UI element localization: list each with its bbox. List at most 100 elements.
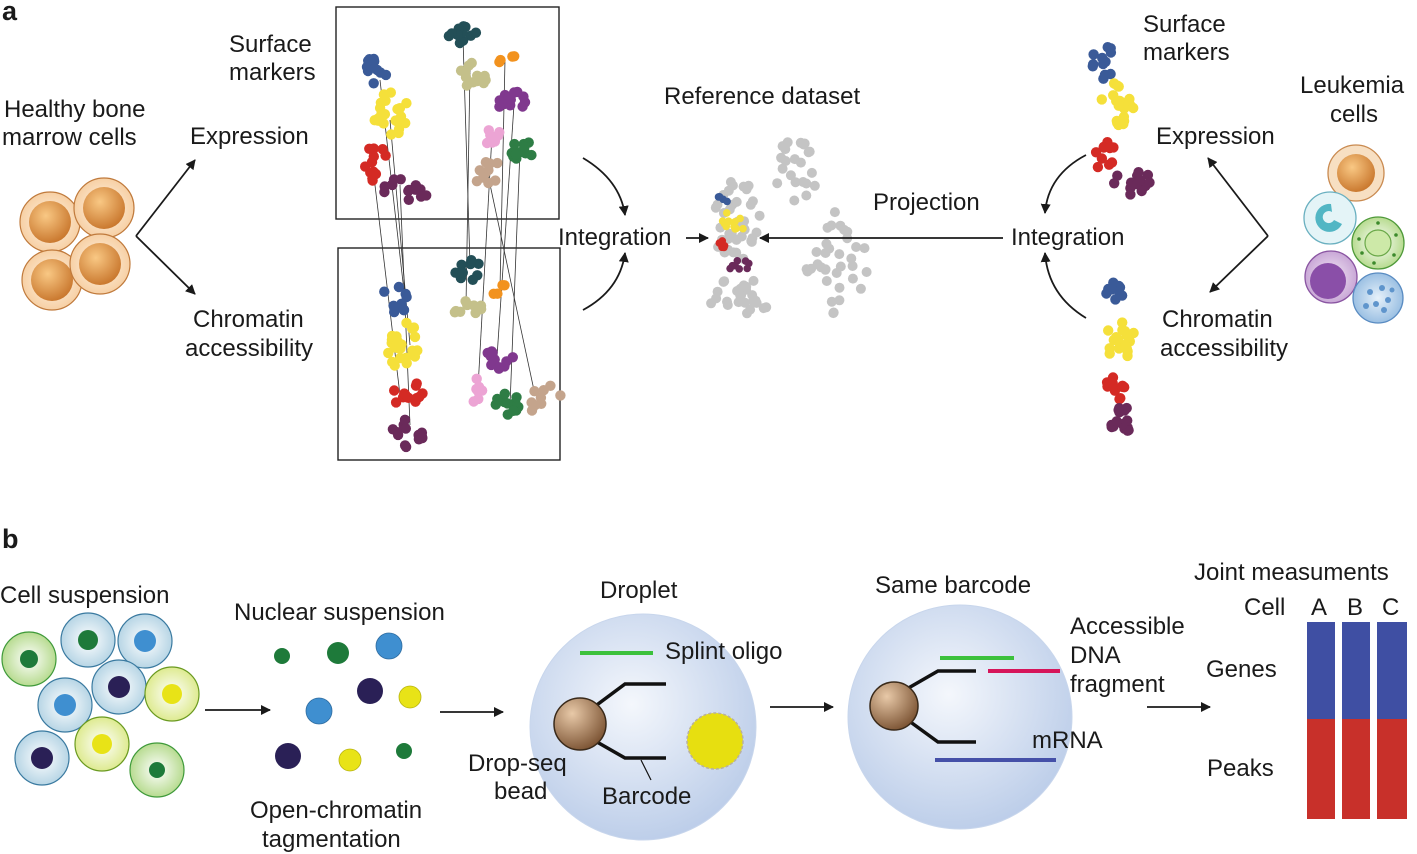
- expression-clusters: [360, 21, 537, 205]
- peaks-label: Peaks: [1207, 755, 1274, 782]
- expression-label-left: Expression: [190, 123, 309, 150]
- expr-cluster-khaki: [455, 57, 491, 91]
- accessible-label-line2: DNA: [1070, 642, 1121, 669]
- chrom-cluster-teal: [450, 255, 484, 285]
- curved-arrow-chrom-to-integration: [582, 252, 629, 311]
- nuclear-suspension-icon: [274, 632, 422, 772]
- healthy-title-line1: Healthy bone: [4, 96, 145, 123]
- curved-arrow-expr-to-integration: [582, 157, 629, 216]
- chrom-cluster-khaki: [449, 296, 487, 319]
- integration-label-left: Integration: [558, 224, 671, 251]
- arrow-to-chromatin: [135, 235, 196, 295]
- barcode-oligos-icon: [588, 682, 666, 760]
- splint-oligo-label: Splint oligo: [665, 638, 782, 665]
- column-c-header: C: [1382, 594, 1399, 621]
- chrom-cluster-purple: [482, 346, 518, 374]
- open-chromatin-line2: tagmentation: [262, 826, 401, 853]
- suspended-cell-icon: [74, 716, 130, 772]
- right-cluster-blue-bottom: [1101, 277, 1128, 305]
- suspended-cell-icon: [117, 613, 173, 669]
- panel-a-label: a: [2, 0, 18, 26]
- curved-arrow-right-bottom: [1040, 252, 1087, 319]
- expression-umap-box: [335, 6, 560, 220]
- expr-cluster-blue: [361, 53, 392, 89]
- expr-cluster-tan: [471, 157, 503, 189]
- suspended-cell-icon: [1, 631, 57, 687]
- reference-dataset-title: Reference dataset: [664, 83, 860, 110]
- chromatin-label-right-line1: Chromatin: [1162, 306, 1273, 333]
- chromatin-clusters: [379, 255, 566, 453]
- barcode-oligos-icon-2: [903, 669, 976, 744]
- expr-cluster-teal: [443, 21, 482, 49]
- suspended-cell-icon: [129, 742, 185, 798]
- ref-cluster-grey-lower: [706, 275, 772, 319]
- right-cluster-plum-top: [1109, 167, 1155, 200]
- barcoded-droplet-icon: [847, 604, 1073, 830]
- leukemia-clusters: [1087, 42, 1155, 436]
- leukemia-cells-icon: [1303, 144, 1405, 324]
- chromatin-label-right-line2: accessibility: [1160, 335, 1288, 362]
- expr-cluster-plum: [379, 174, 432, 205]
- expr-cluster-purple: [494, 86, 531, 112]
- right-cluster-red-bottom: [1101, 372, 1130, 405]
- column-b-header: B: [1347, 594, 1363, 621]
- column-a-header: A: [1311, 594, 1327, 621]
- barcode-pointer: [640, 759, 652, 781]
- dropseq-bead-icon: [553, 697, 607, 751]
- chrom-cluster-blue: [379, 281, 412, 318]
- expr-cluster-green: [506, 137, 537, 164]
- chromatin-label-left-line1: Chromatin: [193, 306, 304, 333]
- suspended-cell-icon: [60, 612, 116, 668]
- arrow-to-expression: [135, 159, 196, 237]
- chrom-cluster-tan: [526, 380, 566, 416]
- surface-label-left-line1: Surface: [229, 31, 312, 58]
- ref-cluster-blue: [714, 193, 731, 206]
- right-cluster-red-top: [1090, 137, 1119, 173]
- expr-cluster-yellow: [369, 87, 412, 140]
- dropseq-bead-icon-2: [869, 681, 919, 731]
- chromatin-label-left-line2: accessibility: [185, 335, 313, 362]
- panel-b-label: b: [2, 524, 19, 554]
- surface-label-left-line2: markers: [229, 59, 316, 86]
- expr-cluster-orange: [494, 51, 520, 68]
- arrow-leukemia-to-expression: [1207, 157, 1269, 237]
- surface-label-right-line1: Surface: [1143, 11, 1226, 38]
- cell-suspension-title: Cell suspension: [0, 582, 169, 609]
- healthy-cells-icon: [19, 177, 135, 311]
- integration-label-right: Integration: [1011, 224, 1124, 251]
- suspended-cell-icon: [37, 677, 93, 733]
- ref-cluster-red: [715, 237, 729, 252]
- expr-cluster-pink: [481, 125, 505, 149]
- chrom-cluster-plum: [387, 414, 428, 453]
- droplet-title: Droplet: [600, 577, 678, 604]
- healthy-title-line2: marrow cells: [2, 124, 137, 151]
- right-cluster-plum-bottom: [1106, 402, 1134, 436]
- cell-header: Cell: [1244, 594, 1285, 621]
- suspended-cell-icon: [144, 666, 200, 722]
- accessible-label-line3: fragment: [1070, 671, 1165, 698]
- expr-cluster-red: [360, 143, 391, 186]
- right-cluster-yellow-bottom: [1103, 317, 1139, 362]
- droplet-icon: [529, 613, 757, 841]
- accessible-label-line1: Accessible: [1070, 613, 1185, 640]
- dropseq-label-line2: bead: [494, 778, 547, 805]
- suspended-cell-icon: [14, 730, 70, 786]
- right-cluster-blue-top: [1087, 42, 1117, 84]
- joint-measurement-bars: [1307, 622, 1407, 819]
- mrna-label: mRNA: [1032, 727, 1103, 754]
- chrom-cluster-red: [389, 378, 428, 408]
- chrom-cluster-green: [490, 388, 524, 420]
- genes-label: Genes: [1206, 656, 1277, 683]
- open-chromatin-line1: Open-chromatin: [250, 797, 422, 824]
- ref-cluster-plum: [726, 257, 753, 273]
- projection-label: Projection: [873, 189, 980, 216]
- arrow-leukemia-to-chromatin: [1209, 235, 1269, 293]
- reference-dataset-scatter: [706, 137, 872, 319]
- ref-cluster-grey-right: [801, 207, 872, 319]
- surface-label-right-line2: markers: [1143, 39, 1230, 66]
- expression-label-right: Expression: [1156, 123, 1275, 150]
- chrom-cluster-yellow: [383, 317, 423, 371]
- curved-arrow-right-top: [1040, 154, 1087, 214]
- ref-cluster-grey-top: [772, 137, 820, 206]
